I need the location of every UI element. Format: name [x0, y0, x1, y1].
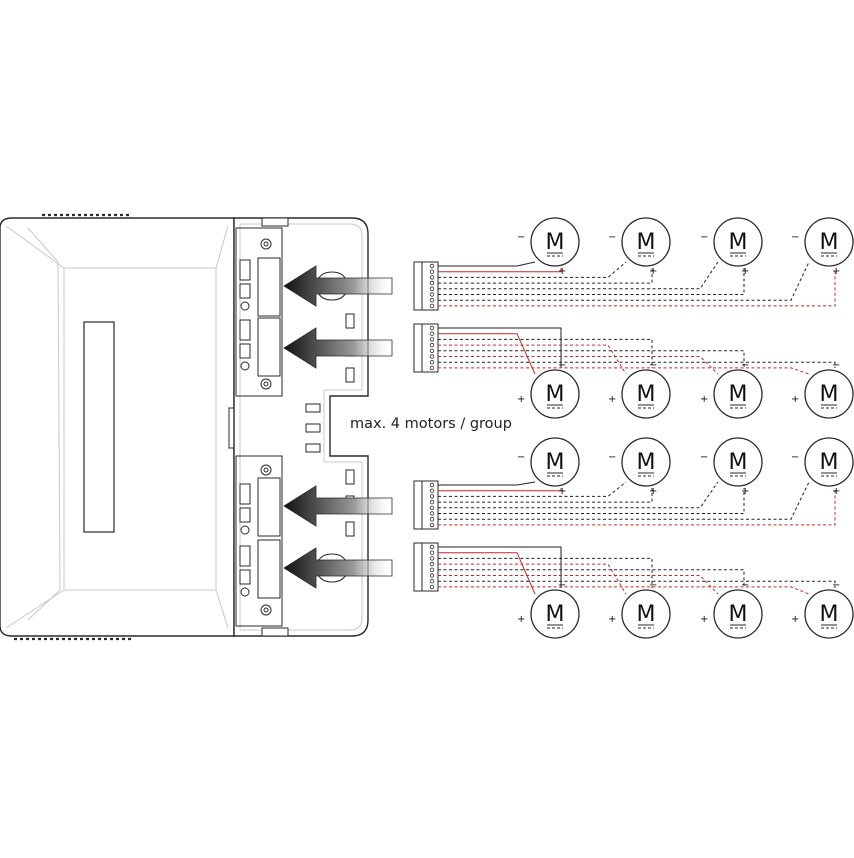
minus-terminal-label: − [608, 452, 616, 463]
motor-group-2 [413, 323, 836, 375]
motor-icon: M − + [700, 217, 763, 277]
motor-icon: M − + [700, 360, 763, 419]
motor-label: M [729, 602, 748, 627]
plus-terminal-label: + [517, 394, 525, 405]
motor-wiring [413, 261, 836, 595]
plus-terminal-label: + [517, 614, 525, 625]
plus-terminal-label: + [700, 614, 708, 625]
terminal-connector [413, 480, 439, 530]
plus-terminal-label: + [649, 266, 657, 277]
motor-label: M [820, 382, 839, 407]
minus-terminal-label: − [791, 452, 799, 463]
plus-terminal-label: + [791, 394, 799, 405]
motor-icon: M − + [791, 360, 854, 419]
plus-terminal-label: + [700, 394, 708, 405]
motor-icon: M − + [791, 437, 854, 497]
minus-terminal-label: − [608, 232, 616, 243]
controller-housing [0, 213, 236, 641]
minus-terminal-label: − [517, 452, 525, 463]
plus-terminal-label: + [832, 486, 840, 497]
terminal-connector [413, 323, 439, 373]
plus-terminal-label: + [608, 614, 616, 625]
plus-terminal-label: + [832, 266, 840, 277]
plus-terminal-label: + [649, 486, 657, 497]
minus-terminal-label: − [558, 360, 566, 371]
minus-terminal-label: − [700, 452, 708, 463]
plus-terminal-label: + [741, 486, 749, 497]
minus-terminal-label: − [700, 232, 708, 243]
minus-terminal-label: − [741, 360, 749, 371]
motor-label: M [546, 230, 565, 255]
motor-icon: M − + [791, 217, 854, 277]
motor-label: M [729, 382, 748, 407]
motor-label: M [820, 230, 839, 255]
minus-terminal-label: − [791, 232, 799, 243]
motor-label: M [546, 382, 565, 407]
display-window [83, 321, 115, 533]
minus-terminal-label: − [832, 580, 840, 591]
motor-icon: M − + [517, 217, 580, 277]
insertion-arrow-3 [283, 485, 393, 527]
insertion-arrows [283, 265, 393, 589]
plus-terminal-label: + [558, 266, 566, 277]
plus-terminal-label: + [558, 486, 566, 497]
motor-label: M [546, 450, 565, 475]
motor-icon: M − + [791, 580, 854, 639]
plus-terminal-label: + [608, 394, 616, 405]
minus-terminal-label: − [558, 580, 566, 591]
plus-terminal-label: + [741, 266, 749, 277]
motor-label: M [637, 602, 656, 627]
minus-terminal-label: − [649, 360, 657, 371]
plus-terminal-label: + [791, 614, 799, 625]
motor-group-1 [413, 261, 836, 311]
motors: M−+M−+M−+M−+M−+M−+M−+M−+M−+M−+M−+M−+M−+M… [517, 217, 854, 639]
motor-icon: M − + [517, 580, 580, 639]
motor-label: M [729, 230, 748, 255]
insertion-arrow-1 [283, 265, 393, 307]
motor-label: M [637, 382, 656, 407]
minus-terminal-label: − [517, 232, 525, 243]
minus-terminal-label: − [832, 360, 840, 371]
motor-label: M [637, 450, 656, 475]
insertion-arrow-4 [283, 547, 393, 589]
motor-icon: M − + [608, 360, 671, 419]
max-motors-caption: max. 4 motors / group [350, 416, 512, 432]
motor-label: M [637, 230, 656, 255]
terminal-compartment [233, 217, 369, 637]
terminal-connector [413, 261, 439, 311]
minus-terminal-label: − [649, 580, 657, 591]
motor-icon: M − + [700, 437, 763, 497]
motor-group-4 [413, 542, 836, 595]
insertion-arrow-2 [283, 327, 393, 369]
terminal-connector [413, 542, 439, 592]
motor-group-3 [413, 480, 836, 530]
minus-terminal-label: − [741, 580, 749, 591]
motor-icon: M − + [700, 580, 763, 639]
motor-label: M [820, 602, 839, 627]
motor-icon: M − + [517, 360, 580, 419]
motor-icon: M − + [608, 217, 671, 277]
motor-label: M [729, 450, 748, 475]
motor-icon: M − + [608, 580, 671, 639]
motor-icon: M − + [608, 437, 671, 497]
screw-icon [260, 238, 272, 616]
circuit-board-upper [235, 227, 283, 397]
circuit-board-lower [235, 455, 283, 627]
motor-label: M [546, 602, 565, 627]
motor-icon: M − + [517, 437, 580, 497]
motor-label: M [820, 450, 839, 475]
